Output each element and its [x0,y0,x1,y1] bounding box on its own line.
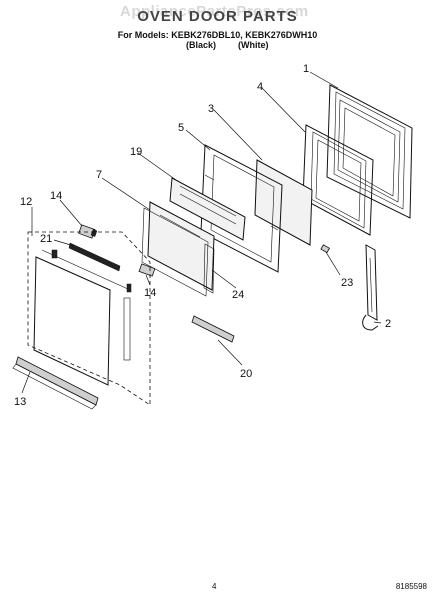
part-vent-strip[interactable] [51,242,121,272]
variant-black: (Black) [186,40,217,50]
part-inner-shield[interactable] [169,177,246,241]
part-hinge[interactable] [362,244,379,331]
callout-14-lower: 14 [144,287,156,299]
callout-21: 21 [40,233,52,245]
part-outer-door-panel[interactable] [326,84,413,219]
part-inner-glass[interactable] [141,201,215,297]
part-door-glass-3[interactable] [254,159,313,246]
callout-14-upper: 14 [50,190,62,202]
callout-4: 4 [257,81,263,93]
page-number: 4 [212,582,217,591]
callout-7: 7 [96,169,102,181]
part-vent-trim[interactable] [191,315,235,343]
callout-13: 13 [14,396,26,408]
part-hinge-receptacle-upper[interactable] [78,224,98,239]
callout-2: 2 [385,318,391,330]
leader-lines [21,71,382,394]
variant-white: (White) [238,40,269,50]
part-clip[interactable] [320,244,331,254]
callout-12: 12 [20,196,32,208]
part-glass-retainer[interactable] [203,243,215,294]
callout-24: 24 [232,289,244,301]
callout-23: 23 [341,277,353,289]
callout-1: 1 [303,63,309,75]
callout-5: 5 [178,122,184,134]
callout-20: 20 [240,368,252,380]
site-watermark: AppliancePartsPros.com [120,3,309,20]
part-door-handle[interactable] [12,356,99,410]
callout-3: 3 [208,103,214,115]
diagram-title: OVEN DOOR PARTS [137,8,298,25]
document-number: 8185598 [395,582,427,591]
models-line: For Models: KEBK276DBL10, KEBK276DWH10 [117,30,318,40]
callout-19: 19 [130,146,142,158]
part-hinge-receptacle-lower[interactable] [138,263,156,277]
part-door-frame[interactable] [302,124,374,236]
